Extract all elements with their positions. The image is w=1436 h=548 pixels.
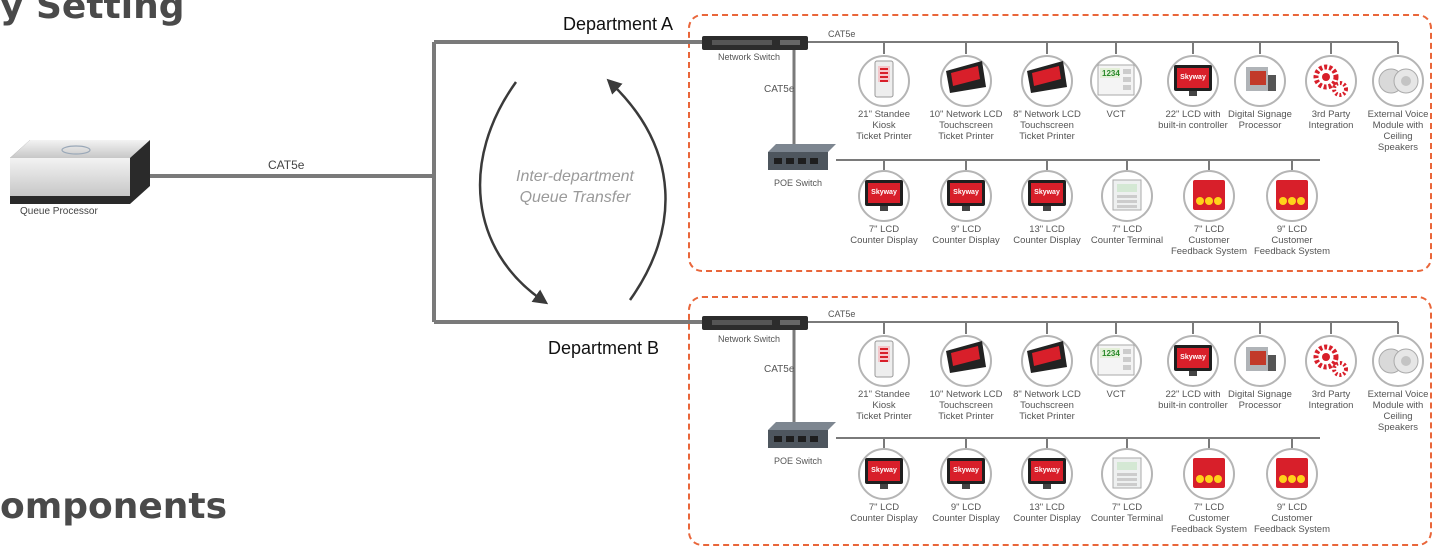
vct-icon: 1234 (1090, 55, 1142, 107)
vct-ticket-number: 1234 (1102, 349, 1120, 358)
brand-text: Skyway (871, 467, 897, 474)
feedback-icon (1266, 448, 1318, 500)
counter-display-icon: Skyway (940, 170, 992, 222)
brand-text: Skyway (1034, 189, 1060, 196)
poe-switch-a-icon (768, 144, 836, 170)
dept-b-bottom-device-label-2: 13" LCD Counter Display (1013, 502, 1081, 524)
dept-a-top-device-label-7: External Voice Module with Ceiling Speak… (1367, 109, 1429, 153)
poe-switch-a-label: POE Switch (774, 178, 823, 188)
network-switch-b-icon (702, 316, 808, 330)
dept-a-bottom-device-label-2: 13" LCD Counter Display (1013, 224, 1081, 246)
transfer-label-line1: Inter-department (516, 168, 634, 185)
department-zone-a (688, 14, 1432, 272)
dept-a-top-device-label-0: 21" Standee Kiosk Ticket Printer (856, 109, 912, 142)
poe-switch-b-label: POE Switch (774, 456, 823, 466)
counter-display-icon: Skyway (940, 448, 992, 500)
department-a-label: Department A (563, 14, 674, 34)
dept-a-bottom-device-label-4: 7" LCD Customer Feedback System (1170, 224, 1248, 257)
signage-processor-icon (1234, 55, 1286, 107)
dept-a-bottom-device-label-1: 9" LCD Counter Display (932, 224, 1000, 246)
feedback-icon (1266, 170, 1318, 222)
dept-b-top-device-label-1: 10" Network LCD Touchscreen Ticket Print… (929, 389, 1003, 422)
speaker-icon (1372, 335, 1424, 387)
counter-terminal-icon (1101, 170, 1153, 222)
touchscreen-printer-icon (940, 55, 992, 107)
transfer-label-line2: Queue Transfer (519, 189, 631, 206)
gears-icon (1305, 335, 1357, 387)
queue-processor-label: Queue Processor (20, 206, 98, 217)
brand-text: Skyway (1180, 74, 1206, 81)
lcd-display-icon: Skyway (1167, 335, 1219, 387)
dept-a-top-device-label-6: 3rd Party Integration (1308, 109, 1354, 131)
section-heading-top: y Setting (0, 0, 185, 27)
brand-text: Skyway (871, 189, 897, 196)
kiosk-icon (858, 55, 910, 107)
brand-text: Skyway (953, 189, 979, 196)
trunk-cable-label: CAT5e (268, 158, 305, 172)
feedback-icon (1183, 448, 1235, 500)
dept-b-top-device-label-3: VCT (1106, 389, 1126, 400)
vct-icon: 1234 (1090, 335, 1142, 387)
counter-display-icon: Skyway (1021, 170, 1073, 222)
dept-b-top-device-label-2: 8" Network LCD Touchscreen Ticket Printe… (1013, 389, 1081, 422)
main-trunk-cable (150, 40, 702, 324)
dept-b-top-device-label-4: 22" LCD with built-in controller (1158, 389, 1228, 411)
poe-cable-a-label: CAT5e (764, 84, 795, 95)
brand-text: Skyway (953, 467, 979, 474)
dept-a-top-device-label-3: VCT (1106, 109, 1126, 120)
department-b-label: Department B (548, 338, 660, 358)
dept-a-top-device-label-1: 10" Network LCD Touchscreen Ticket Print… (929, 109, 1003, 142)
dept-a-top-device-label-2: 8" Network LCD Touchscreen Ticket Printe… (1013, 109, 1081, 142)
transfer-arrow-down (478, 81, 549, 305)
touchscreen-printer-icon (1021, 55, 1073, 107)
kiosk-icon (858, 335, 910, 387)
dept-b-bottom-device-label-5: 9" LCD Customer Feedback System (1253, 502, 1331, 535)
dept-a-bottom-device-label-3: 7" LCD Counter Terminal (1090, 224, 1164, 246)
network-switch-b-label: Network Switch (718, 334, 781, 344)
dept-b-top-device-label-7: External Voice Module with Ceiling Speak… (1367, 389, 1429, 433)
feedback-icon (1183, 170, 1235, 222)
queue-processor-icon (10, 140, 150, 204)
network-switch-a-icon (702, 36, 808, 50)
counter-display-icon: Skyway (1021, 448, 1073, 500)
section-heading-bottom: omponents (0, 486, 228, 527)
signage-processor-icon (1234, 335, 1286, 387)
dept-b-bottom-device-label-0: 7" LCD Counter Display (850, 502, 918, 524)
dept-a-bottom-device-label-5: 9" LCD Customer Feedback System (1253, 224, 1331, 257)
dept-a-bottom-device-label-0: 7" LCD Counter Display (850, 224, 918, 246)
dept-a-top-device-label-4: 22" LCD with built-in controller (1158, 109, 1228, 131)
speaker-icon (1372, 55, 1424, 107)
vct-ticket-number: 1234 (1102, 69, 1120, 78)
brand-text: Skyway (1034, 467, 1060, 474)
dept-b-top-device-label-0: 21" Standee Kiosk Ticket Printer (856, 389, 912, 422)
transfer-arrow-up (606, 78, 667, 301)
dept-b-bottom-device-label-1: 9" LCD Counter Display (932, 502, 1000, 524)
department-zone-b (688, 296, 1432, 546)
dept-b-top-device-label-5: Digital Signage Processor (1228, 389, 1292, 411)
poe-cable-b-label: CAT5e (764, 364, 795, 375)
dept-b-top-device-label-6: 3rd Party Integration (1308, 389, 1354, 411)
counter-display-icon: Skyway (858, 170, 910, 222)
counter-terminal-icon (1101, 448, 1153, 500)
department-b-bus (792, 321, 1399, 448)
bus-cable-b-label: CAT5e (828, 309, 856, 319)
bus-cable-a-label: CAT5e (828, 29, 856, 39)
brand-text: Skyway (1180, 354, 1206, 361)
transfer-label: Inter-department Queue Transfer (490, 166, 660, 208)
department-a-bus (792, 41, 1399, 170)
dept-b-bottom-device-label-4: 7" LCD Customer Feedback System (1170, 502, 1248, 535)
counter-display-icon: Skyway (858, 448, 910, 500)
dept-a-top-device-label-5: Digital Signage Processor (1228, 109, 1292, 131)
touchscreen-printer-icon (940, 335, 992, 387)
touchscreen-printer-icon (1021, 335, 1073, 387)
network-switch-a-label: Network Switch (718, 52, 781, 62)
dept-b-bottom-device-label-3: 7" LCD Counter Terminal (1090, 502, 1164, 524)
gears-icon (1305, 55, 1357, 107)
poe-switch-b-icon (768, 422, 836, 448)
lcd-display-icon: Skyway (1167, 55, 1219, 107)
